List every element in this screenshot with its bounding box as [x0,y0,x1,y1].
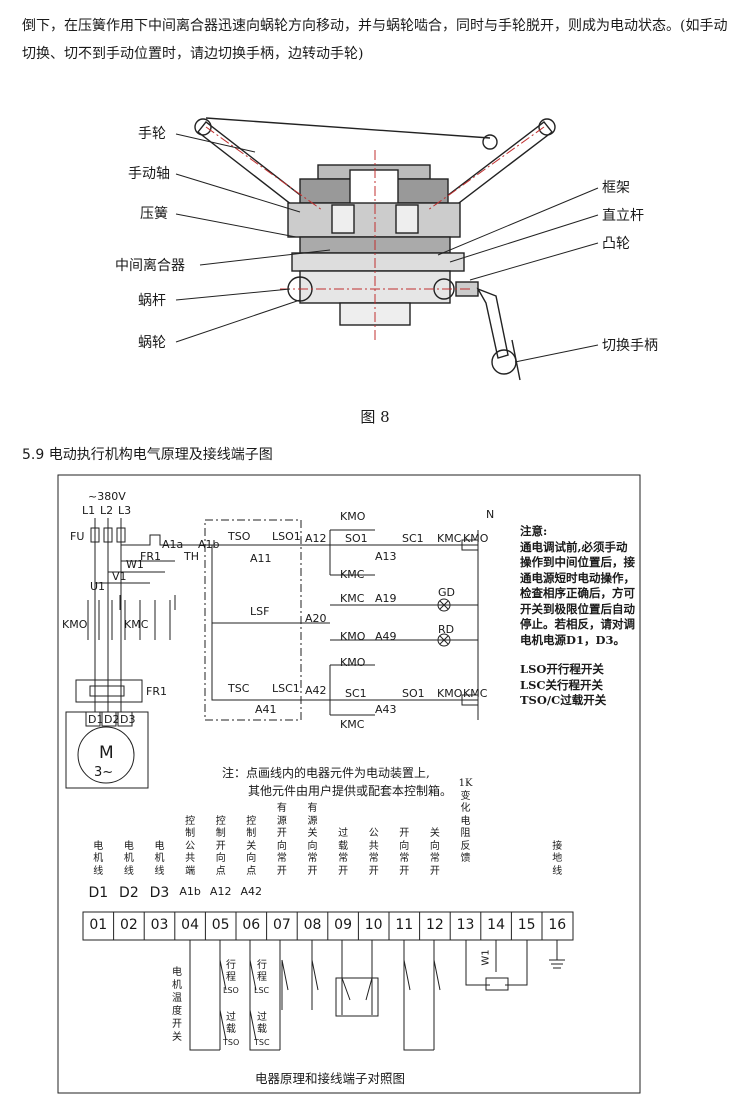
node-a12: A12 [305,532,327,545]
phase-l3: L3 [118,504,131,517]
notes-body: 通电调试前,必须手动操作到中间位置后，接通电源短时电动操作，检查相序正确后，方可… [520,539,635,647]
kmc-aux-top: KMC [340,568,365,581]
coil-kmc-top: KMC [437,532,462,545]
footnote-line-1: 注：点画线内的电器元件为电动装置上, [222,765,430,780]
legend-tso-c: TSO/C过载开关 [520,693,607,707]
terminal-caption: 电器原理和接线端子对照图 [254,1071,405,1086]
label-worm-gear: 蜗轮 [138,335,166,351]
label-pressure-spring: 压簧 [140,206,168,222]
section-title: 5.9 电动执行机构电气原理及接线端子图 [22,447,273,463]
phase-l1: L1 [82,504,95,517]
travel-label-lsc: 行程 [257,960,267,983]
lso-tag: LSO [223,986,239,995]
overload-label-tsc: 过载 [257,1012,267,1035]
kmc-lamp-contact: KMC [340,592,365,605]
node-a41: A41 [255,703,277,716]
pot-w1-label: W1 [480,949,492,966]
kmo-lamp-contact: KMO [340,630,366,643]
motor-symbol: M [99,743,114,763]
node-a11: A11 [250,552,272,565]
label-cam: 凸轮 [602,236,630,252]
lsf-label: LSF [250,605,269,618]
legend-lso: LSO开行程开关 [520,662,604,676]
fr1-relay-label: FR1 [146,685,167,698]
tsc-label: TSC [227,682,250,695]
intro-paragraph: 倒下，在压簧作用下中间离合器迅速向蜗轮方向移动，并与蜗轮啮合，同时与手轮脱开，则… [22,18,728,62]
lsc1-label: LSC1 [272,682,300,695]
w1-label: W1 [126,558,144,571]
node-a42: A42 [305,684,327,697]
motor-phase: 3~ [94,765,113,780]
node-a1a: A1a [162,538,183,551]
coil-kmo-top: KMO [340,510,366,523]
node-a49: A49 [375,630,397,643]
travel-label-lso: 行程 [226,960,236,983]
phase-l2: L2 [100,504,113,517]
kmo-label: KMO [62,618,88,631]
kmo-aux-bottom: KMO [340,656,366,669]
label-manual-shaft: 手动轴 [128,166,170,182]
kmc-aux-bottom: KMC [340,718,365,731]
node-a1b: A1b [198,538,220,551]
v1-label: V1 [112,570,127,583]
notes-legend: LSO开行程开关 LSC关行程开关 TSO/C过载开关 [520,662,638,709]
motor-term-d2: D2 [104,713,119,726]
motor-temp-switch-label: 电机温度开关 [172,967,182,1043]
label-middle-clutch: 中间离合器 [115,257,185,274]
label-switch-handle: 切换手柄 [602,337,658,354]
label-handwheel: 手轮 [138,126,166,142]
sc1-label-bottom: SC1 [345,687,367,700]
fr1-label: FR1 [140,550,161,563]
motor-term-d3: D3 [120,713,135,726]
label-upright-rod: 直立杆 [602,207,644,224]
th-label: TH [183,550,199,563]
node-a19: A19 [375,592,397,605]
gd-label: GD [438,586,455,599]
coil-kmo-right: KMO [463,532,489,545]
so1-label-top: SO1 [345,532,368,545]
rd-label: RD [438,623,454,636]
label-frame: 框架 [602,180,630,196]
lso1-label: LSO1 [272,530,301,543]
fu-label: FU [70,530,84,543]
tso-label: TSO [227,530,251,543]
kmc-label: KMC [124,618,149,631]
lsc-tag: LSC [254,986,270,995]
figure-8-caption: 图 8 [360,408,390,426]
u1-label: U1 [90,580,105,593]
wiring-notes: 注意: 通电调试前,必须手动操作到中间位置后，接通电源短时电动操作，检查相序正确… [520,524,638,709]
tsc-tag: TSC [254,1038,270,1047]
neutral-label: N [486,508,494,521]
overload-label-tso: 过载 [226,1012,236,1035]
legend-lsc: LSC关行程开关 [520,677,604,692]
tso-tag: TSO [223,1038,240,1047]
node-a20: A20 [305,612,327,625]
coil-kmo-bottom: KMO [437,687,463,700]
coil-kmc-bottom: KMC [463,687,488,700]
sc1-label-top: SC1 [402,532,424,545]
figure-8-drawing: 手轮 手动轴 压簧 中间离合器 蜗杆 蜗轮 框架 直立杆 凸轮 切换手柄 [115,117,658,381]
notes-title: 注意: [520,524,548,538]
footnote-line-2: 其他元件由用户提供或配套本控制箱。 [248,783,452,798]
supply-label: ~380V [88,490,126,503]
motor-term-d1: D1 [88,713,103,726]
node-a13: A13 [375,550,397,563]
node-a43: A43 [375,703,397,716]
so1-label-bottom: SO1 [402,687,425,700]
label-worm: 蜗杆 [138,293,166,309]
